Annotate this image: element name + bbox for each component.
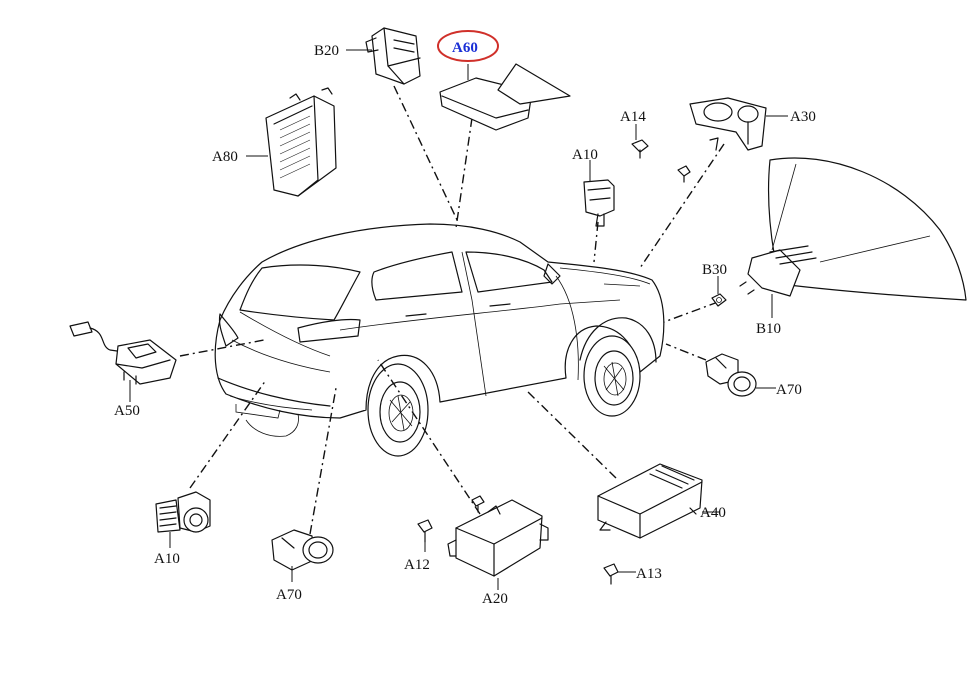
label-a12: A12 [404, 557, 430, 573]
label-a14: A14 [620, 109, 646, 125]
label-a13: A13 [636, 566, 662, 582]
part-a80[interactable] [246, 87, 337, 197]
connector-lines [179, 85, 725, 535]
part-a70-bottom[interactable] [271, 529, 334, 582]
part-a10-bottom[interactable] [155, 491, 211, 548]
part-a40[interactable] [597, 463, 720, 539]
part-a13[interactable] [603, 563, 636, 585]
label-a70-bottom: A70 [276, 587, 302, 603]
part-a30[interactable] [689, 97, 788, 151]
label-a10-bottom: A10 [154, 551, 180, 567]
label-b20: B20 [314, 43, 339, 59]
part-a10-top[interactable] [583, 160, 615, 227]
part-b20[interactable] [346, 27, 421, 85]
vehicle-outline [214, 223, 665, 457]
label-a80: A80 [212, 149, 238, 165]
part-a14[interactable] [631, 124, 691, 183]
label-b10: B10 [756, 321, 781, 337]
part-b10-windshield[interactable] [739, 157, 967, 318]
label-a20: A20 [482, 591, 508, 607]
label-a30: A30 [790, 109, 816, 125]
part-a12[interactable] [417, 519, 433, 552]
part-b30[interactable] [711, 276, 727, 307]
part-a60[interactable] [439, 63, 571, 131]
label-a10-top: A10 [572, 147, 598, 163]
label-a50: A50 [114, 403, 140, 419]
highlight-ring-a60 [437, 30, 499, 62]
label-b30: B30 [702, 262, 727, 278]
part-a50[interactable] [69, 321, 177, 402]
part-a20[interactable] [447, 495, 549, 590]
label-a40: A40 [700, 505, 726, 521]
label-a60[interactable]: A60 [452, 40, 478, 56]
label-a70-right: A70 [776, 382, 802, 398]
part-a70-right[interactable] [705, 353, 776, 397]
